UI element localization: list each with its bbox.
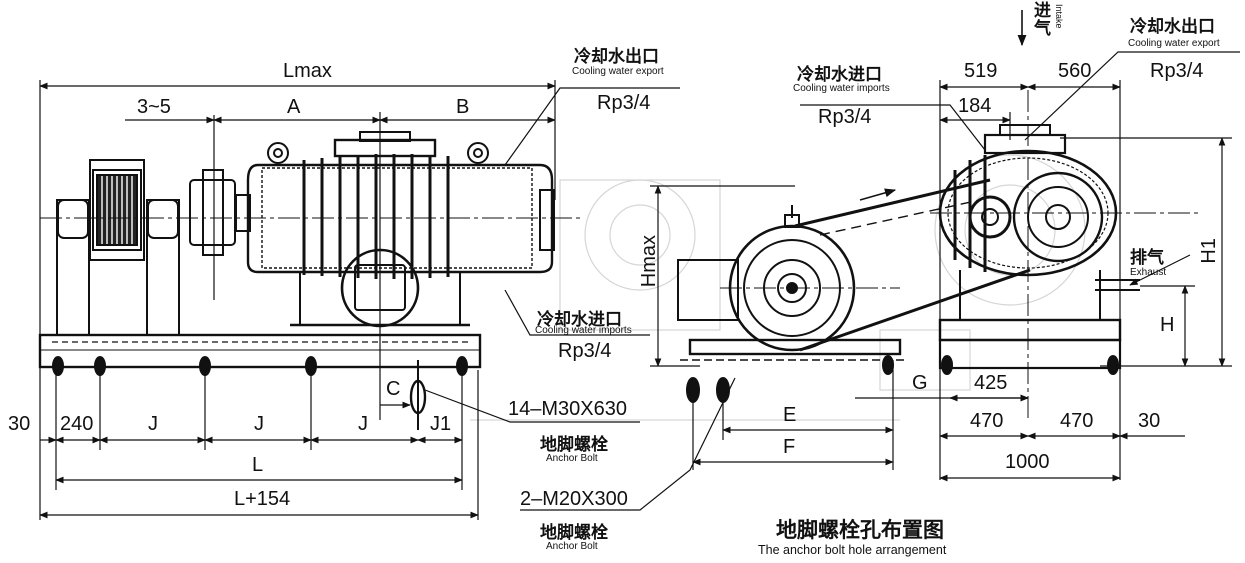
dim-560: 560 — [1058, 60, 1092, 82]
dim-f: F — [783, 436, 796, 458]
cooling-water-import-left-cn: 冷却水进口 — [537, 310, 622, 330]
dim-e: E — [783, 404, 797, 426]
dim-j-3: J — [358, 413, 368, 435]
dim-30-right: 30 — [1138, 410, 1161, 432]
left-anchor-bolts — [52, 356, 468, 376]
dim-30-left: 30 — [8, 413, 31, 435]
cooling-water-export-right-cn: 冷却水出口 — [1130, 17, 1215, 37]
dim-519: 519 — [964, 60, 998, 82]
dim-184: 184 — [958, 95, 992, 117]
dim-h1: H1 — [1198, 238, 1220, 264]
left-coupling — [189, 179, 236, 246]
exhaust-label-cn: 排气 — [1130, 248, 1164, 268]
drawing-title-en: The anchor bolt hole arrangement — [758, 543, 947, 557]
left-side-view — [38, 115, 555, 430]
drive-belt-bottom — [799, 268, 1031, 352]
dim-j-2: J — [254, 413, 264, 435]
dim-j1: J1 — [430, 413, 452, 435]
left-pedestal-1 — [56, 199, 90, 336]
dim-1000: 1000 — [1005, 451, 1050, 473]
right-front-view — [677, 124, 1140, 403]
blower-pulley — [1012, 171, 1104, 263]
rp-right-export: Rp3/4 — [1150, 60, 1204, 82]
dim-lmax: Lmax — [283, 60, 332, 82]
dim-hmax: Hmax — [638, 235, 660, 288]
intake-label-en: Intake — [1054, 4, 1064, 29]
dim-470-a: 470 — [970, 410, 1004, 432]
bolt-spec-m30: 14–M30X630 — [508, 398, 627, 420]
dim-j-1: J — [148, 413, 158, 435]
dim-470-b: 470 — [1060, 410, 1094, 432]
anchor-bolt-en-1: Anchor Bolt — [546, 453, 598, 464]
dim-240: 240 — [60, 413, 94, 435]
left-foundation — [38, 333, 482, 369]
anchor-bolt-cn-1: 地脚螺栓 — [540, 435, 608, 455]
left-pedestal-2 — [146, 199, 180, 336]
left-top-flange — [333, 138, 437, 158]
dim-gap: 3~5 — [137, 96, 171, 118]
dim-a: A — [287, 96, 301, 118]
intake-label-cn: 进气 — [1034, 1, 1051, 39]
anchor-bolt-en-2: Anchor Bolt — [546, 541, 598, 552]
rp-right-import: Rp3/4 — [818, 106, 872, 128]
cooling-water-export-right-en: Cooling water export — [1128, 38, 1220, 49]
rp-left-bottom: Rp3/4 — [558, 340, 612, 362]
cooling-water-export-left-en: Cooling water export — [572, 66, 664, 77]
dim-l-plus-154: L+154 — [234, 488, 291, 510]
cooling-water-import-left-en: Cooling water imports — [535, 325, 632, 336]
dim-425: 425 — [974, 372, 1008, 394]
right-dimension-lines — [650, 10, 1240, 482]
dim-c: C — [386, 378, 401, 400]
rp-left-top: Rp3/4 — [597, 92, 651, 114]
drive-belt-top — [794, 178, 991, 228]
motor-box — [677, 259, 739, 321]
anchor-bolt-cn-2: 地脚螺栓 — [540, 523, 608, 543]
exhaust-label-en: Exhaust — [1130, 267, 1167, 278]
cooling-water-import-right-cn: 冷却水进口 — [797, 65, 882, 85]
dim-l: L — [252, 454, 264, 476]
left-dimension-lines — [39, 80, 736, 520]
dim-g: G — [912, 372, 928, 394]
cooling-water-export-left-cn: 冷却水出口 — [574, 47, 659, 67]
dim-h: H — [1160, 314, 1175, 336]
drawing-title-cn: 地脚螺栓孔布置图 — [776, 518, 944, 542]
bolt-spec-m20: 2–M20X300 — [520, 488, 628, 510]
left-blower-body — [246, 163, 554, 274]
cooling-water-import-right-en: Cooling water imports — [793, 83, 890, 94]
dim-b: B — [456, 96, 470, 118]
